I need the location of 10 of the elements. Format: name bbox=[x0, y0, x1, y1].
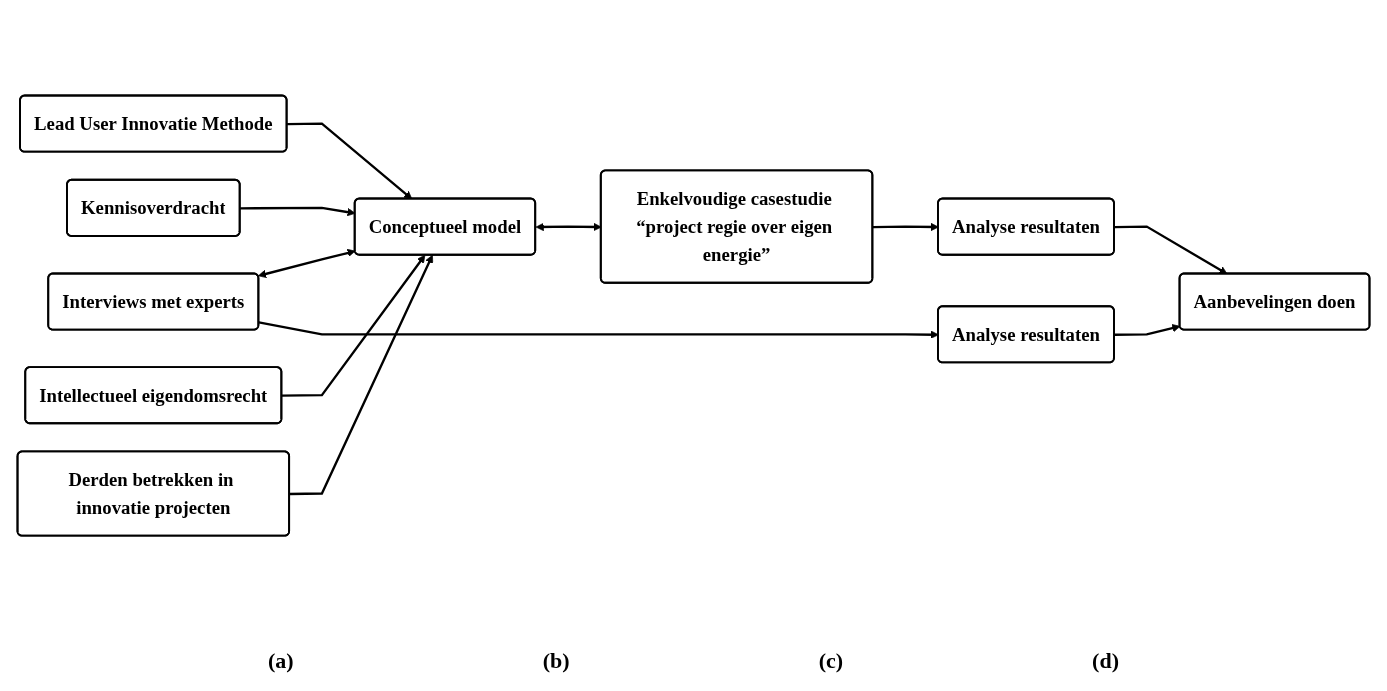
arrow bbox=[1114, 225, 1228, 275]
arrow bbox=[258, 248, 356, 278]
arrow bbox=[1114, 324, 1181, 336]
panel-label: (c) bbox=[818, 648, 844, 674]
panel-label: (a) bbox=[268, 648, 294, 674]
arrow bbox=[281, 254, 426, 397]
arrow bbox=[287, 122, 413, 200]
panel-label: (b) bbox=[542, 648, 570, 674]
panel-label: (d) bbox=[1092, 648, 1119, 674]
arrow bbox=[289, 254, 434, 496]
